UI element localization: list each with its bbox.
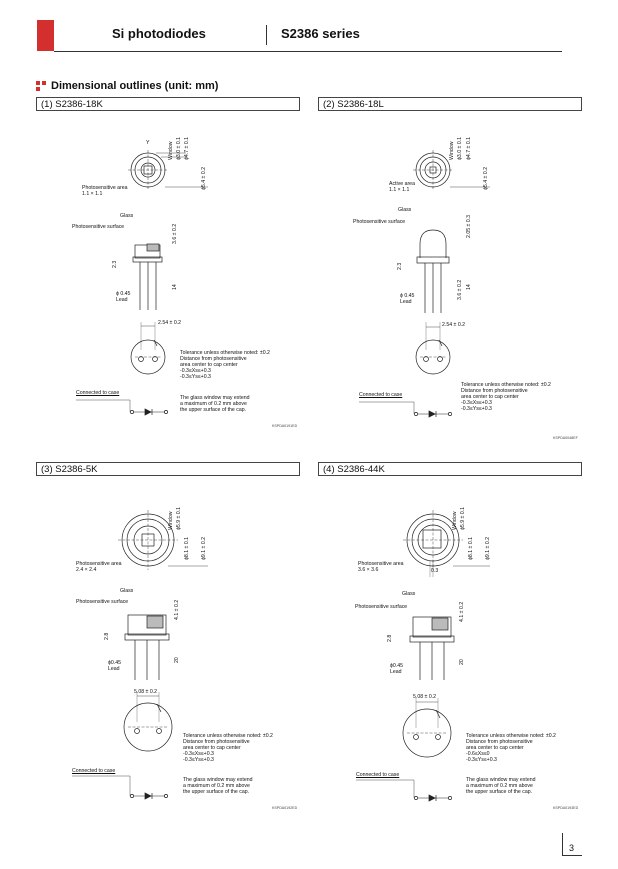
- height-dim-4: 4.1 ± 0.2: [459, 601, 465, 622]
- glass-label: Glass: [120, 213, 134, 219]
- lead-dia-4: ϕ0.45: [390, 663, 404, 669]
- lead-dia: ϕ 0.45: [116, 291, 131, 297]
- drawing-code-3: KSPDA0192ED: [272, 806, 298, 810]
- pitch-dim-2: 2.54 ± 0.2: [442, 322, 466, 328]
- area-size-4: 3.6 × 3.6: [358, 567, 379, 573]
- active-area-size: 1.1 × 1.1: [389, 187, 410, 193]
- window-dim-4: ϕ5.9 ± 0.1: [460, 506, 466, 530]
- surface-label-2: Photosensitive surface: [353, 219, 406, 225]
- area-label-3: Photosensitive area: [76, 561, 122, 567]
- lead-len-4: 20: [459, 659, 465, 665]
- panel-heading-1: (1) S2386-18K: [36, 97, 300, 111]
- header-series: S2386 series: [281, 26, 360, 41]
- side-dim-4: 2.8: [387, 634, 393, 642]
- glass-label-4: Glass: [402, 591, 416, 597]
- glass-label-3: Glass: [120, 588, 134, 594]
- panel-heading-4: (4) S2386-44K: [318, 462, 582, 476]
- lbl-y: Y: [146, 140, 150, 146]
- header-separator: [266, 25, 267, 45]
- case-label: Connected to case: [76, 390, 120, 396]
- pitch-dim-4: 5.08 ± 0.2: [413, 694, 437, 700]
- area-size-3: 2.4 × 2.4: [76, 567, 97, 573]
- page-number: 3: [569, 843, 575, 853]
- lead-label-2: Lead: [400, 299, 412, 305]
- surface-label: Photosensitive surface: [72, 224, 125, 230]
- lead-label-4: Lead: [390, 669, 402, 675]
- section-bullet-icon: [36, 81, 46, 91]
- lead-label: Lead: [116, 297, 128, 303]
- window-label-4: Window: [452, 511, 458, 530]
- panel-heading-2: (2) S2386-18L: [318, 97, 582, 111]
- page-number-rule-bottom: [562, 855, 582, 856]
- lead-dia-3: ϕ0.45: [108, 660, 122, 666]
- body-dim-4: ϕ9.1 ± 0.2: [485, 536, 491, 560]
- section-title: Dimensional outlines (unit: mm): [36, 80, 218, 92]
- drawing-code-2: KSPDA0048EF: [553, 436, 578, 440]
- surface-label-3: Photosensitive surface: [76, 599, 129, 605]
- drawing-code: KSPDA0191ED: [272, 424, 298, 428]
- lead-dia-2: ϕ 0.45: [400, 293, 415, 299]
- lead-label-3: Lead: [108, 666, 120, 672]
- area-label-4: Photosensitive area: [358, 561, 404, 567]
- page-number-rule: [562, 833, 563, 855]
- brand-color-block: [37, 20, 54, 51]
- case-label-3: Connected to case: [72, 768, 116, 774]
- glass-label-2: Glass: [398, 207, 412, 213]
- case-label-2: Connected to case: [359, 392, 403, 398]
- area-size: 1.1 × 1.1: [82, 191, 103, 197]
- panel-heading-3: (3) S2386-5K: [36, 462, 300, 476]
- pitch-dim-3: 5.08 ± 0.2: [134, 689, 158, 695]
- pitch-dim: 2.54 ± 0.2: [158, 320, 182, 326]
- case-label-4: Connected to case: [356, 772, 400, 778]
- cap-dim-4: ϕ8.1 ± 0.1: [468, 536, 474, 560]
- offset-dim-4: 0.3: [431, 568, 439, 574]
- active-area-label: Active area: [389, 181, 415, 187]
- header-product-type: Si photodiodes: [112, 26, 206, 41]
- surface-label-4: Photosensitive surface: [355, 604, 408, 610]
- area-label: Photosensitive area: [82, 185, 128, 191]
- header-rule: [54, 51, 562, 52]
- drawing-code-4: KSPDA0193ED: [553, 806, 579, 810]
